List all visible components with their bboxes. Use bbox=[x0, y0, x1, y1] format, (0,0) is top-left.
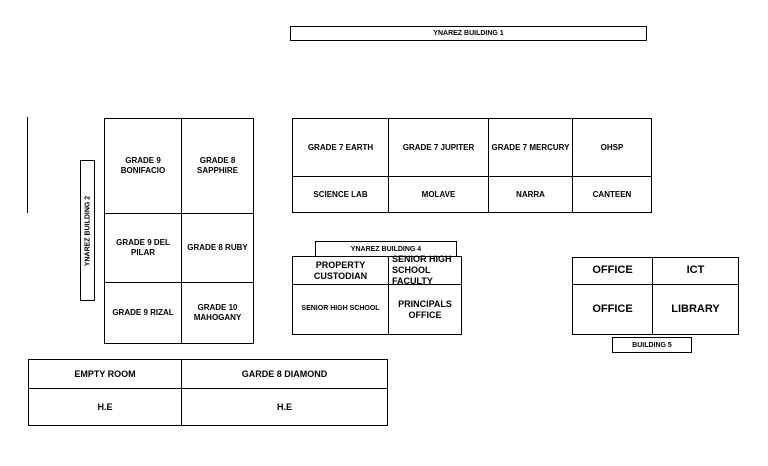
room-principals-office: PRINCIPALS OFFICE bbox=[388, 284, 462, 335]
room-grade-9-bonifacio: GRADE 9 BONIFACIO bbox=[104, 118, 182, 214]
room-grade-9-rizal: GRADE 9 RIZAL bbox=[104, 282, 182, 344]
room-office-1: OFFICE bbox=[572, 257, 653, 285]
room-property-custodian: PROPERTY CUSTODIAN bbox=[292, 256, 389, 285]
room-canteen: CANTEEN bbox=[572, 176, 652, 213]
room-molave: MOLAVE bbox=[388, 176, 489, 213]
room-he-2: H.E bbox=[181, 388, 388, 426]
ynarez-building-2-label: YNAREZ BUILDING 2 bbox=[80, 160, 95, 301]
boundary-line bbox=[27, 117, 28, 213]
room-senior-high-school: SENIOR HIGH SCHOOL bbox=[292, 284, 389, 335]
room-science-lab: SCIENCE LAB bbox=[292, 176, 389, 213]
room-narra: NARRA bbox=[488, 176, 573, 213]
room-grade-9-del-pilar: GRADE 9 DEL PILAR bbox=[104, 213, 182, 283]
ynarez-building-1-label: YNAREZ BUILDING 1 bbox=[290, 26, 647, 41]
room-grade-7-jupiter: GRADE 7 JUPITER bbox=[388, 118, 489, 177]
building-5-label: BUILDING 5 bbox=[612, 337, 692, 353]
room-empty-room: EMPTY ROOM bbox=[28, 359, 182, 389]
room-grade-8-ruby: GRADE 8 RUBY bbox=[181, 213, 254, 283]
room-library: LIBRARY bbox=[652, 284, 739, 335]
room-office-2: OFFICE bbox=[572, 284, 653, 335]
room-senior-high-school-faculty: SENIOR HIGH SCHOOL FACULTY bbox=[388, 254, 462, 286]
room-grade-7-mercury: GRADE 7 MERCURY bbox=[488, 118, 573, 177]
room-garde-8-diamond: GARDE 8 DIAMOND bbox=[181, 359, 388, 389]
ynarez-building-2-text: YNAREZ BUILDING 2 bbox=[84, 195, 91, 266]
room-ohsp: OHSP bbox=[572, 118, 652, 177]
room-ict: ICT bbox=[652, 257, 739, 285]
room-grade-8-sapphire: GRADE 8 SAPPHIRE bbox=[181, 118, 254, 214]
room-grade-10-mahogany: GRADE 10 MAHOGANY bbox=[181, 282, 254, 344]
room-he-1: H.E bbox=[28, 388, 182, 426]
room-grade-7-earth: GRADE 7 EARTH bbox=[292, 118, 389, 177]
